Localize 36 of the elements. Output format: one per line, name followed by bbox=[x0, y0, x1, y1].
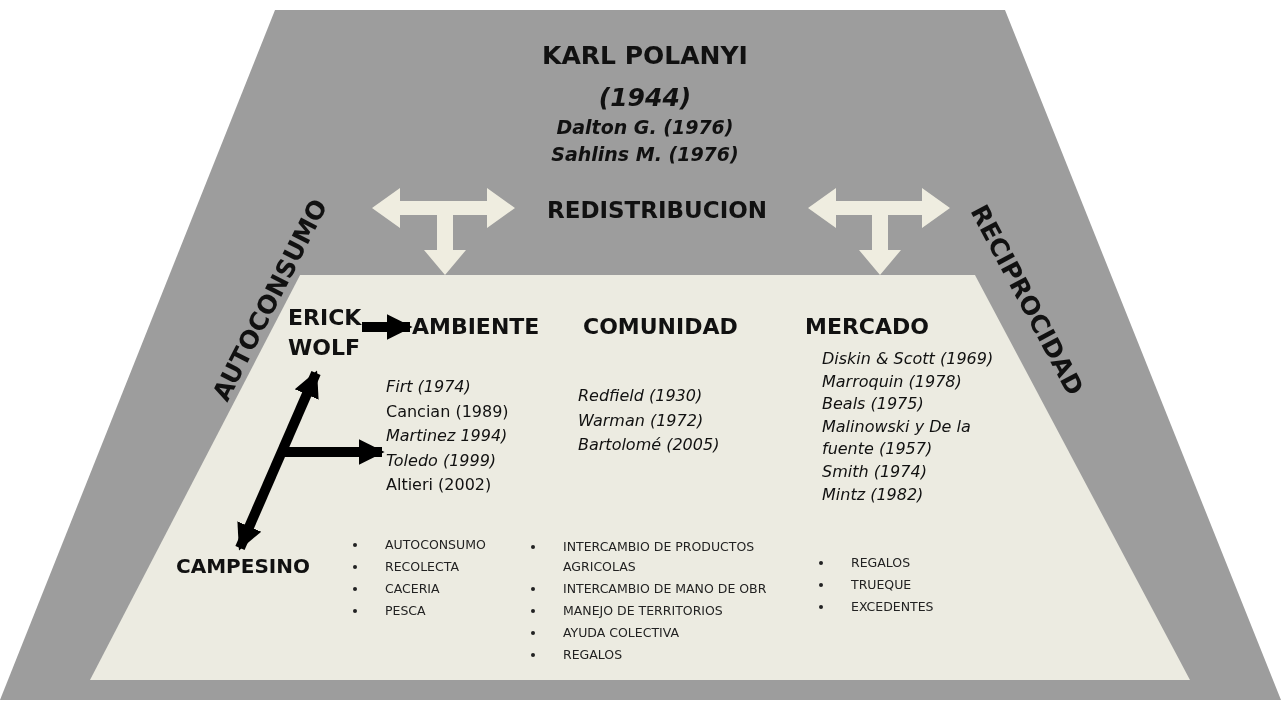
list-item: AYUDA COLECTIVA bbox=[563, 624, 680, 642]
citation-text: Cancian (1989) bbox=[386, 400, 509, 423]
citation-text: Malinowski y De la fuente (1957) bbox=[822, 415, 972, 461]
list-item: INTERCAMBIO DE PRODUCTOS AGRICOLAS bbox=[563, 538, 756, 576]
list-item: TRUEQUE bbox=[851, 576, 912, 594]
category-heading: COMUNIDAD bbox=[583, 313, 738, 341]
list-item: MANEJO DE TERRITORIOS bbox=[563, 602, 723, 620]
citation-text: Smith (1974) bbox=[822, 460, 928, 483]
citation-text: Mintz (1982) bbox=[822, 483, 925, 506]
list-item: INTERCAMBIO DE MANO DE OBR bbox=[563, 580, 767, 598]
citation-text: Bartolomé (2005) bbox=[578, 434, 720, 456]
category-heading: MERCADO bbox=[805, 313, 929, 341]
main-title: KARL POLANYI (1944) bbox=[541, 40, 749, 114]
list-item: REGALOS bbox=[851, 554, 911, 572]
citation-text: Redfield (1930) bbox=[578, 385, 703, 407]
citation-text: Firt (1974) bbox=[386, 376, 471, 398]
list-item: REGALOS bbox=[563, 646, 623, 664]
list-item: RECOLECTA bbox=[385, 558, 459, 576]
band-label: REDISTRIBUCION bbox=[547, 197, 767, 223]
citation-text: Warman (1972) bbox=[578, 409, 704, 432]
block-arrow bbox=[282, 439, 385, 465]
list-item: EXCEDENTES bbox=[851, 598, 934, 616]
category-heading: CAMPESINO bbox=[176, 553, 310, 580]
block-arrow bbox=[362, 314, 413, 340]
author-citation: Sahlins M. (1976) bbox=[550, 142, 740, 167]
citation-text: Toledo (1999) bbox=[386, 449, 497, 472]
block-arrow bbox=[235, 370, 321, 551]
citation-text: Martinez 1994) bbox=[386, 425, 508, 447]
author-citation: Dalton G. (1976) bbox=[555, 115, 735, 140]
citation-text: Marroquin (1978) bbox=[822, 370, 963, 393]
citation-text: Altieri (2002) bbox=[386, 474, 492, 496]
category-heading: AMBIENTE bbox=[412, 313, 540, 341]
list-item: AUTOCONSUMO bbox=[385, 536, 486, 554]
list-item: CACERIA bbox=[385, 580, 440, 598]
list-item: PESCA bbox=[385, 602, 426, 620]
citation-text: Beals (1975) bbox=[822, 393, 925, 416]
